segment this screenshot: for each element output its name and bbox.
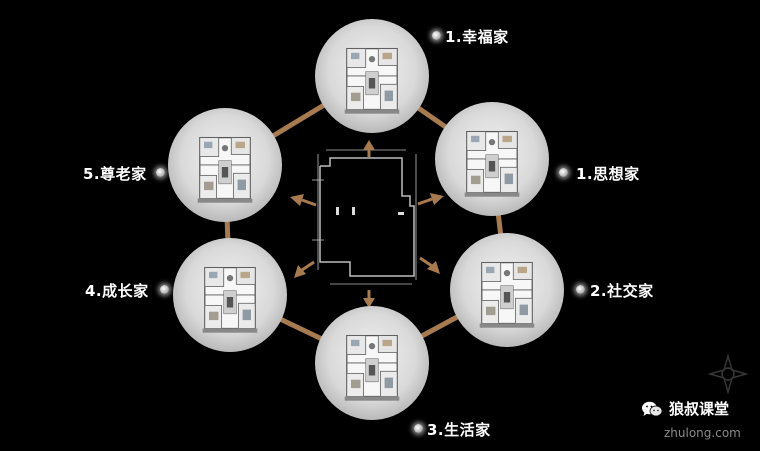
node-bottom xyxy=(315,306,429,420)
watermark-text: zhulong.com xyxy=(664,426,741,440)
label-dot xyxy=(414,424,423,433)
arrow-upper-right-icon xyxy=(417,193,444,206)
node-label-left-upper: 5.尊老家 xyxy=(83,165,147,183)
watermark-logo-icon xyxy=(707,353,749,395)
node-label-left-lower: 4.成长家 xyxy=(85,282,149,300)
node-left-upper xyxy=(168,108,282,222)
label-dot xyxy=(156,168,165,177)
arrow-lower-left-icon xyxy=(294,260,315,278)
brand-name: 狼叔课堂 xyxy=(669,400,730,418)
node-top xyxy=(315,19,429,133)
label-dot xyxy=(576,285,585,294)
brand: 狼叔课堂 xyxy=(641,398,729,419)
arrow-down-icon xyxy=(363,290,375,308)
label-dot xyxy=(559,168,568,177)
label-dot xyxy=(160,285,169,294)
node-right-lower xyxy=(450,233,564,347)
node-right-upper xyxy=(435,102,549,216)
arrow-up-icon xyxy=(363,140,375,157)
node-label-right-lower: 2.社交家 xyxy=(590,282,654,300)
arrows xyxy=(290,140,444,308)
node-left-lower xyxy=(173,238,287,352)
node-label-right-upper: 1.思想家 xyxy=(576,165,640,183)
arrow-lower-right-icon xyxy=(419,256,440,274)
wechat-icon xyxy=(642,401,663,416)
node-label-bottom: 3.生活家 xyxy=(427,421,491,439)
arrow-upper-left-icon xyxy=(290,194,317,207)
label-dot xyxy=(432,31,441,40)
center-floor-plan xyxy=(312,149,417,285)
node-label-top: 1.幸福家 xyxy=(445,28,509,46)
